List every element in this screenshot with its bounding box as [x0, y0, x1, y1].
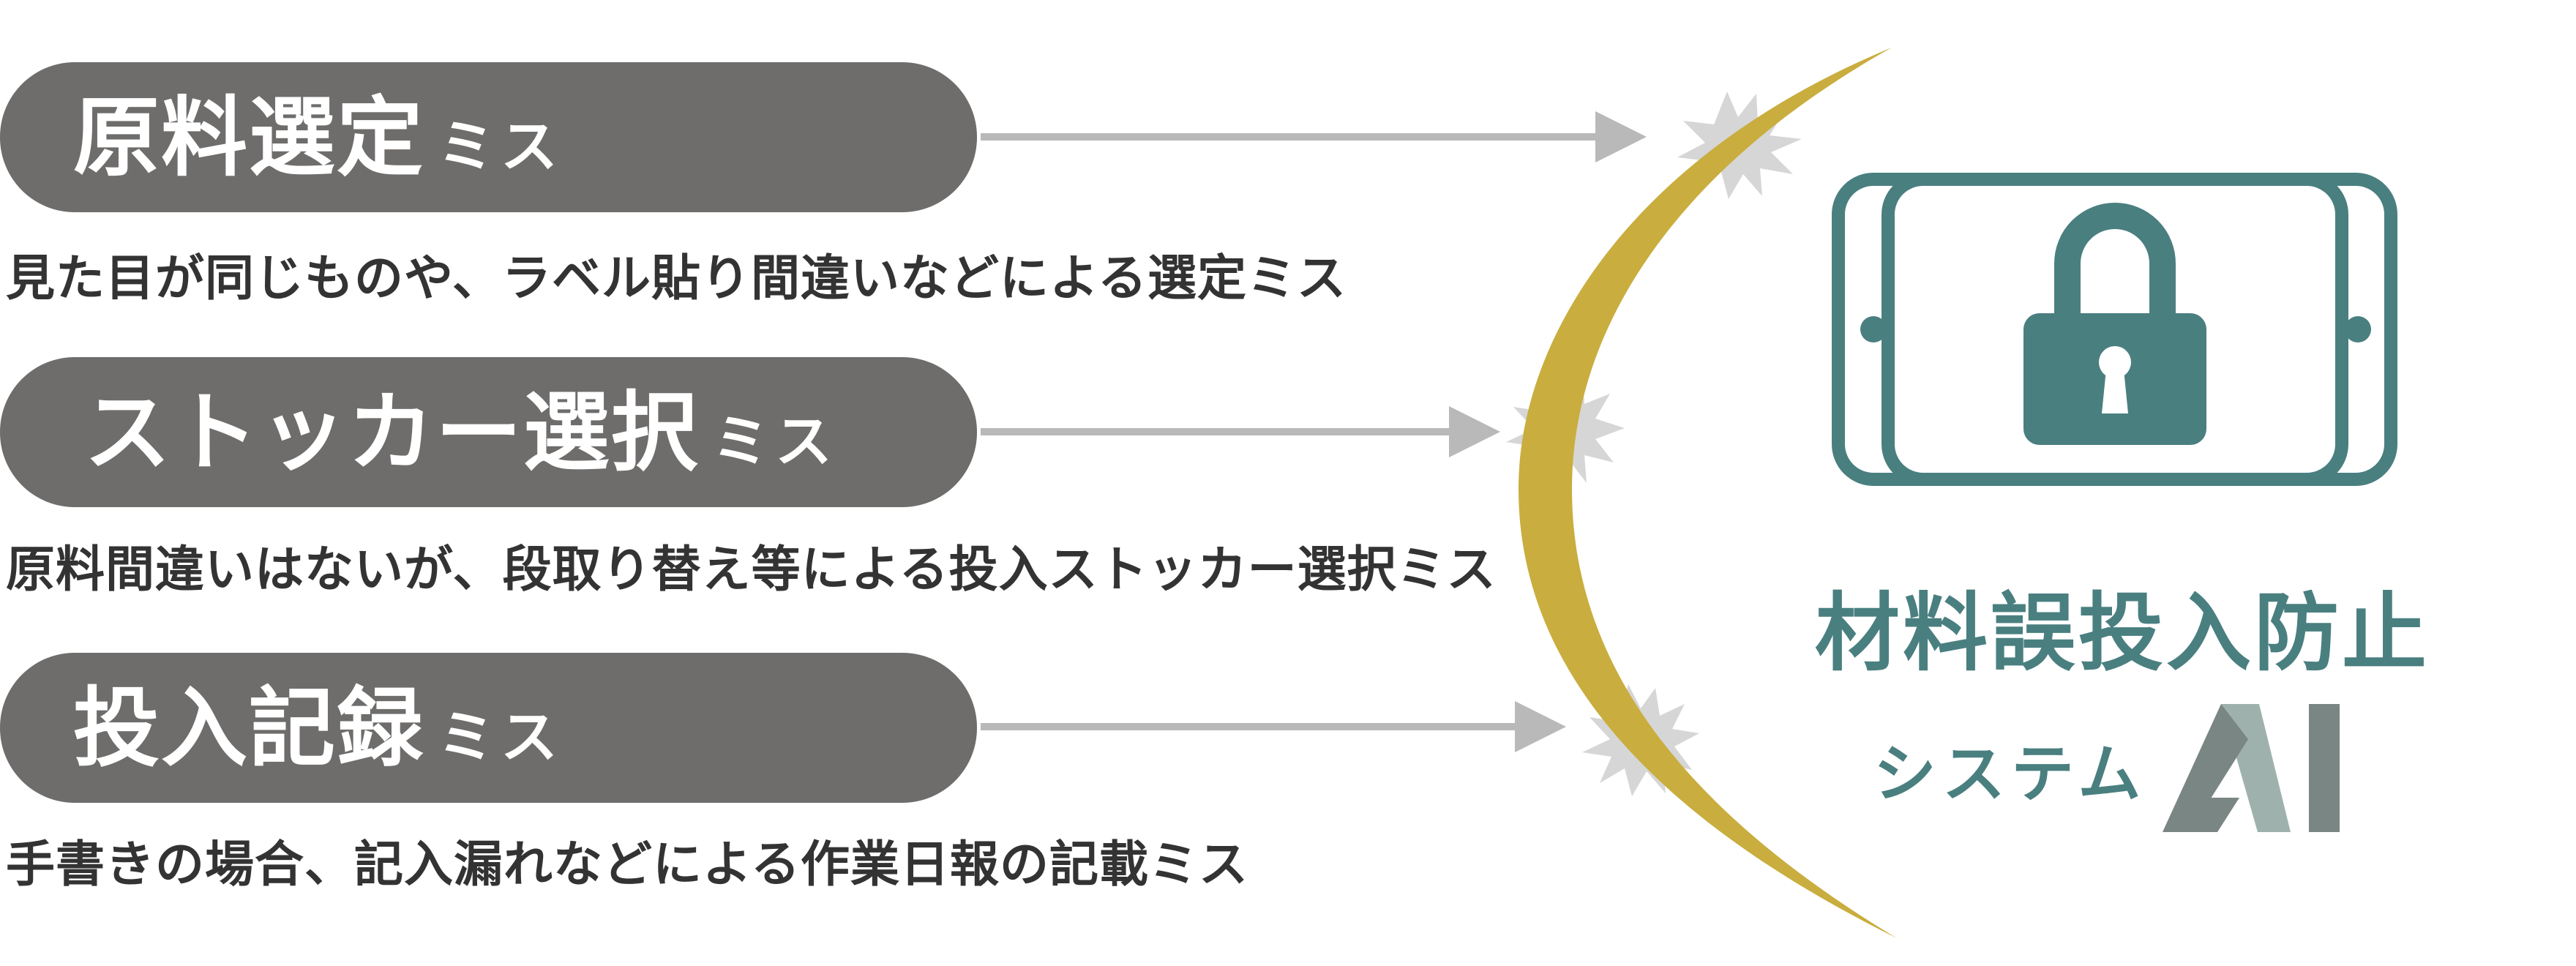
- phone-frame-icon: [1832, 173, 2397, 486]
- pill-main-label: 原料選定: [73, 86, 425, 188]
- lock-icon: [2023, 203, 2206, 445]
- arrow-right-icon: [981, 111, 1647, 162]
- crescent-shield-icon: [1519, 48, 1897, 938]
- arrow-right-icon: [981, 406, 1500, 457]
- description-input-record: 手書きの場合、記入漏れなどによる作業日報の記載ミス: [6, 836, 1248, 893]
- description-material-selection: 見た目が同じものや、ラベル貼り間違いなどによる選定ミス: [6, 250, 1347, 307]
- arrow-right-icon: [981, 701, 1566, 752]
- system-subtitle: システム: [1873, 738, 2147, 811]
- pill-suffix-label: ミス: [712, 408, 839, 475]
- pill-suffix-label: ミス: [438, 113, 564, 180]
- pill-main-label: 投入記録: [73, 677, 425, 779]
- error-pill-material-selection: 原料選定 ミス: [0, 62, 977, 212]
- error-pill-input-record: 投入記録 ミス: [0, 653, 977, 803]
- ai-logo-icon: [2163, 704, 2340, 832]
- system-title: 材料誤投入防止: [1815, 584, 2430, 683]
- description-stocker-selection: 原料間違いはないが、段取り替え等による投入ストッカー選択ミス: [6, 541, 1497, 598]
- error-pill-stocker-selection: ストッカー選択 ミス: [0, 357, 977, 507]
- pill-suffix-label: ミス: [438, 704, 564, 771]
- pill-main-label: ストッカー選択: [84, 381, 700, 483]
